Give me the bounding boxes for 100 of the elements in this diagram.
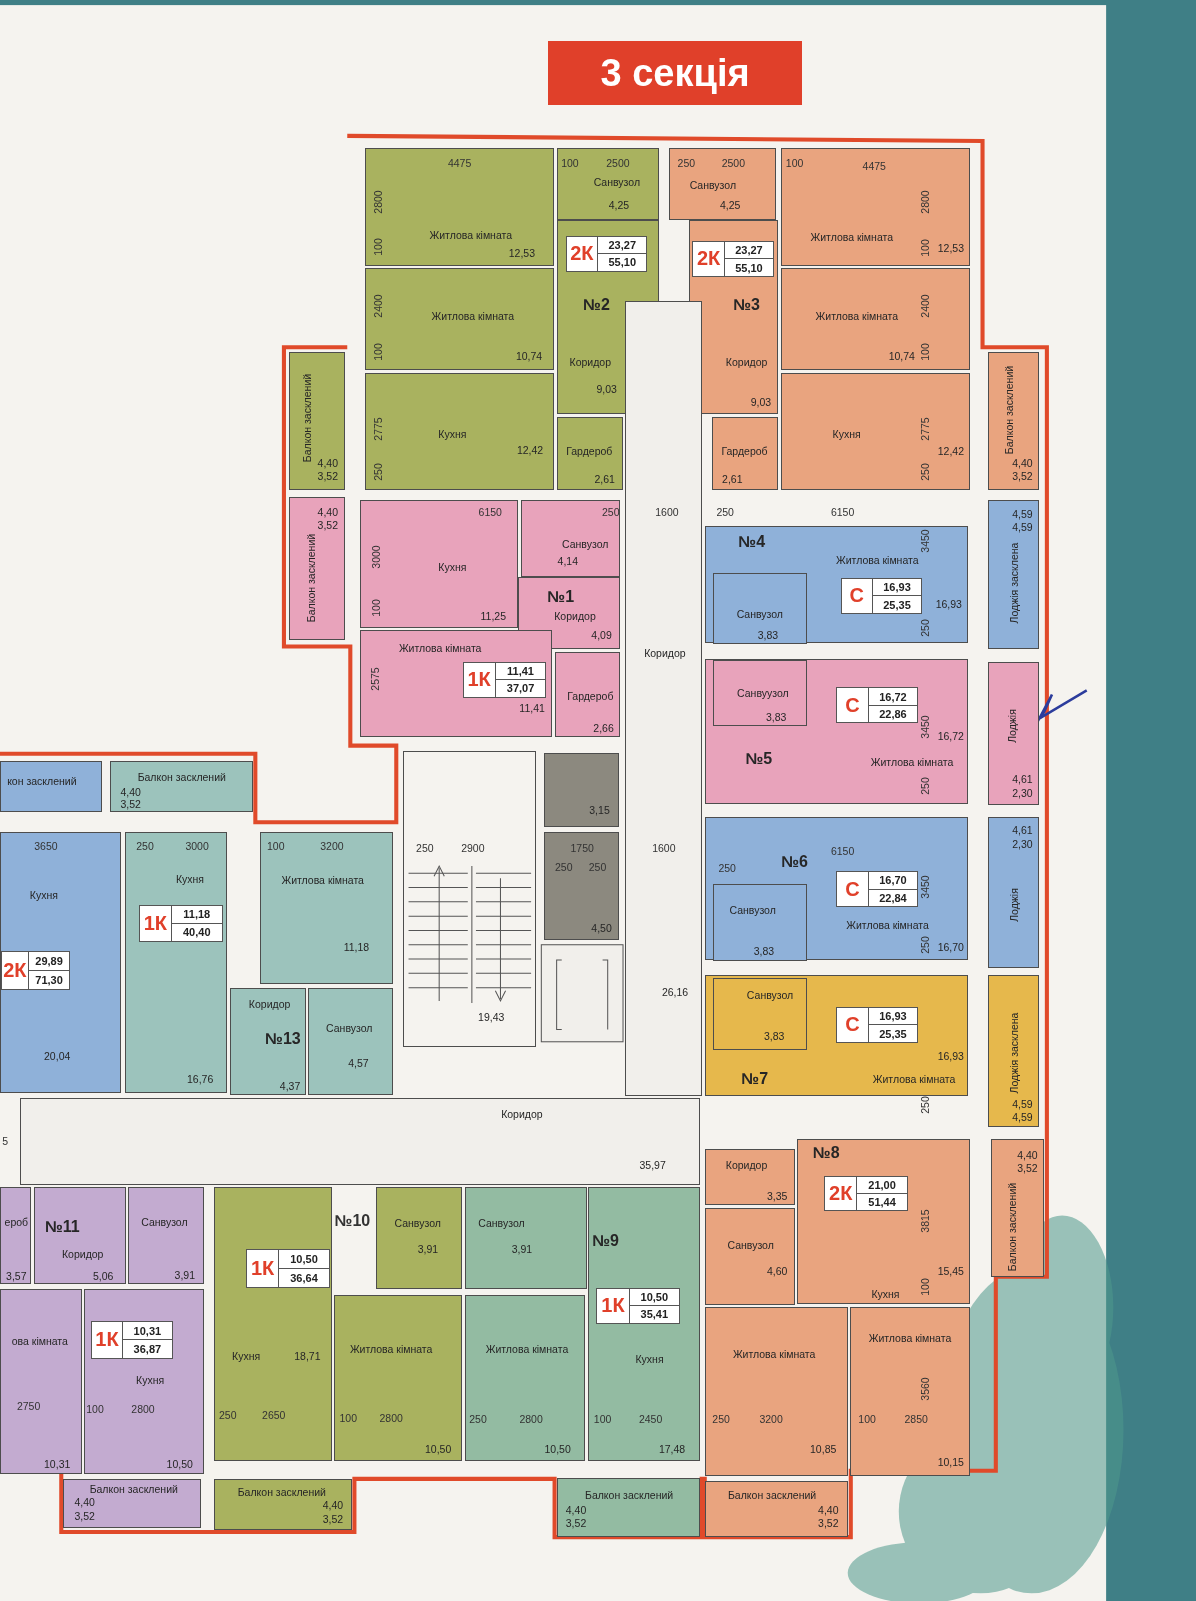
area-value: 4,40 [317,457,339,468]
area-value: 4,59 [1012,508,1033,519]
dimension-value: 2850 [904,1413,928,1424]
area-value: 17,48 [658,1444,686,1455]
room-name: Кухня [136,1374,165,1386]
balcony-area [0,760,103,812]
room-name: Гардероб [721,446,768,457]
apartment-tag [138,904,223,942]
dimension-value: 250 [588,861,607,873]
area-value: 4,37 [279,1080,301,1091]
apartment-number: №6 [781,854,808,870]
area-value: 19,43 [478,1012,505,1023]
balcony-area [987,661,1039,805]
dimension-value: 2400 [920,294,931,319]
area-value: 12,53 [937,242,964,254]
apartment-type: С [837,872,869,906]
room-area [704,1307,848,1476]
area-value: 4,40 [1017,1149,1038,1161]
area-value: 23,27 [734,243,764,259]
room-area [712,884,807,962]
area-value: 4,57 [348,1057,369,1069]
room-name: 16,93 [937,1050,964,1062]
area-value: 12,42 [937,446,964,457]
area-value: 4,40 [322,1500,344,1511]
dimension-value: 2775 [372,417,384,441]
room-name: Лоджія засклена [1008,542,1020,624]
room-area [375,1186,462,1289]
apartment-number: №1 [547,589,575,606]
area-value: 16,93 [882,580,912,596]
dimension-value: 3560 [920,1377,931,1401]
room-name: Житлова кімната [398,642,482,653]
room-area [260,832,394,984]
room-name: Санвузол [562,539,609,550]
apartment-number: №13 [265,1030,301,1047]
room-name: Житлова кімната [868,1332,952,1344]
area-value: 36,87 [123,1339,172,1359]
dimension-value: 250 [372,463,384,481]
area-value: 11,18 [182,907,212,923]
dimension-value: 1600 [655,506,679,517]
balcony-area [110,760,254,812]
room-area [0,1288,82,1474]
area-value: 3,83 [765,711,787,723]
area-value: 51,44 [857,1192,907,1211]
room-area [712,978,807,1050]
room-name: Балкон засклений [137,771,226,783]
area-value: 10,74 [515,351,543,362]
apartment-type: 2К [825,1176,858,1211]
room-name: Житлова кімната [815,310,899,321]
area-value: 2,30 [1012,787,1033,798]
balcony-area [289,497,346,641]
room-area [83,1288,205,1474]
dimension-value: 2575 [369,667,381,691]
area-value: 22,84 [868,888,918,906]
room-name: Санвузол [478,1217,525,1228]
room-area [464,1295,586,1461]
dimension-value: 250 [469,1413,487,1424]
dimension-value: 2800 [519,1413,543,1424]
apartment-number: №8 [812,1145,840,1162]
area-value: 3,83 [753,945,775,957]
storage-room [544,832,619,940]
dimension-value: 100 [267,840,285,851]
room-name: Кухня [232,1351,261,1362]
room-area [33,1186,126,1284]
area-value: 3,52 [317,470,339,482]
dimension-value: 2500 [721,158,745,169]
area-value: 10,50 [639,1290,670,1306]
room-name: Санвузол [394,1217,441,1228]
area-value: 4,09 [591,630,612,641]
room-name: Коридор [725,1160,768,1171]
area-value: 3,52 [120,798,141,809]
room-area [364,372,554,491]
dimension-value: 3450 [920,715,931,739]
dimension-value: 100 [372,238,384,256]
area-value: 3,52 [818,1517,839,1529]
apartment-type: 1К [247,1250,280,1287]
area-value: 35,41 [629,1305,680,1323]
balcony-area [704,1480,848,1538]
stairwell-area [403,750,537,1047]
room-area [333,1295,462,1461]
apartment-number: №7 [741,1070,769,1087]
room-name: Житлова кімната [810,231,894,243]
dimension-value: 250 [136,840,154,851]
area-value: 4,50 [591,923,612,934]
room-name: кон засклений [7,776,77,787]
room-name: Балкон засклений [1006,1182,1018,1271]
area-value: 25,35 [868,1024,918,1042]
room-name: Лоджія [1008,888,1020,922]
balcony-area [289,352,346,491]
room-area [781,372,971,491]
area-value: 3,52 [1017,1163,1038,1174]
dimension-value: 6150 [478,506,502,517]
dimension-value: 100 [920,1278,931,1296]
room-area [711,416,779,491]
dimension-value: 3650 [34,840,58,851]
area-value: 4,40 [120,786,141,797]
area-value: 10,50 [166,1458,193,1469]
area-value: 22,86 [868,704,918,723]
room-name: Санвузол [689,179,737,191]
room-name: Коридор [501,1109,543,1120]
area-value: 4,59 [1012,1098,1033,1110]
